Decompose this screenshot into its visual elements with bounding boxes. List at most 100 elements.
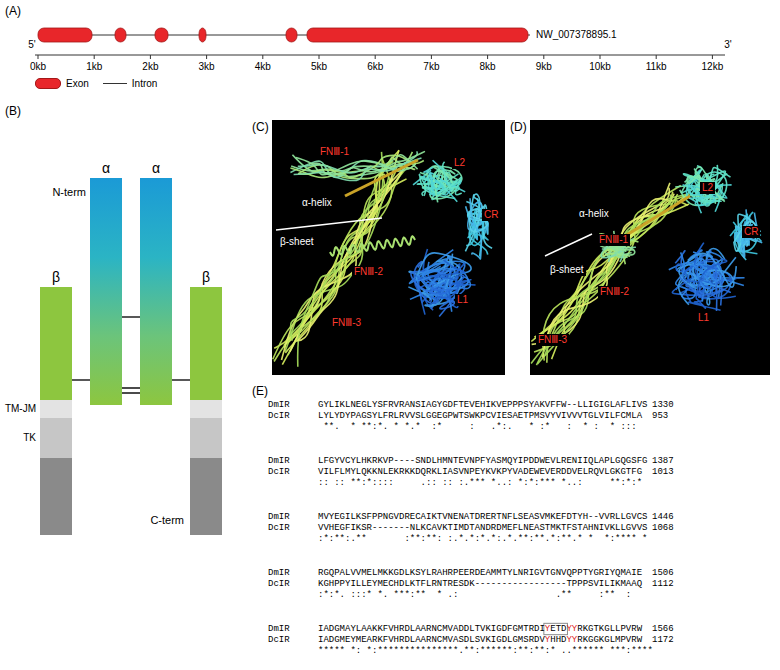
domain-label: FNⅢ-1: [597, 234, 630, 246]
domain-label: β-sheet: [278, 236, 316, 248]
divider-line: [276, 218, 382, 230]
ribbon-strand: [424, 167, 465, 194]
legend: Exon Intron: [35, 78, 171, 89]
residue-number: 1387: [652, 456, 674, 466]
receptor-segment: [40, 458, 72, 535]
axis-tick-label: 1kb: [86, 61, 102, 73]
line-sample: [103, 83, 127, 84]
sequence: VILFLMYLQKKNLEKRKKDQRKLIASVNPEYKVKPYVADE…: [318, 467, 642, 477]
sequence-name: DmIR: [268, 400, 290, 410]
conservation-line: **. * **:*. * *.* :* : .*:. * :* : * : *…: [318, 422, 637, 432]
residue-number: 1506: [652, 568, 674, 578]
receptor-segment: [40, 400, 72, 418]
panel-letter: (A): [5, 5, 21, 19]
axis-tick-label: 11kb: [646, 61, 667, 73]
legend-text: Exon: [66, 78, 89, 89]
ribbon-strand: [741, 213, 762, 253]
residue-number: 1112: [652, 579, 674, 589]
divider-line: [545, 234, 592, 256]
receptor-segment: [40, 418, 72, 458]
legend-item: Exon: [35, 78, 89, 89]
ribbon-strand: [531, 195, 688, 363]
sequence: RGQPALVVMELMKKGDLKSYLRAHRPEERDEAMMTYLNRI…: [318, 568, 642, 578]
accession-label: NW_007378895.1: [536, 29, 617, 41]
domain-label: L1: [455, 294, 470, 306]
ribbon-strand: [676, 252, 696, 298]
ribbon-strand: [273, 178, 385, 360]
ribbon-strand: [274, 171, 403, 361]
exon-block: [115, 28, 126, 42]
axis-tick: [319, 55, 320, 59]
exon-block: [199, 28, 206, 42]
receptor-segment: [190, 458, 222, 535]
alpha-subunit: α: [140, 178, 172, 405]
axis-tick: [431, 55, 432, 59]
axis-tick: [487, 55, 488, 59]
receptor-segment: [190, 418, 222, 458]
structure-background: [272, 120, 505, 375]
conservation-line: ***** *: *:***************.**:******:**:…: [318, 646, 653, 656]
axis-tick-label: 4kb: [255, 61, 271, 73]
axis-tick-label: 7kb: [423, 61, 439, 73]
panel-letter: (B): [5, 105, 21, 119]
ribbon-strand: [534, 192, 672, 337]
subunit-label: β: [202, 269, 210, 285]
linker-rod: [345, 160, 418, 196]
domain-label: FNⅢ-2: [352, 266, 385, 278]
axis-tick-label: 5kb: [311, 61, 327, 73]
residue-number: 1013: [652, 467, 674, 477]
legend-swatch: [35, 78, 61, 89]
axis-tick: [262, 55, 263, 59]
panel-letter: (D): [510, 121, 527, 135]
axis-tick: [94, 55, 95, 59]
sequence: LFGYVCYLHKRKVP----SNDLHMNTEVNPFYASMQYIPD…: [318, 456, 647, 466]
panel-letter: (E): [252, 385, 268, 399]
ribbon-strand: [688, 253, 737, 287]
ribbon-strand: [470, 198, 481, 259]
residue-number: 1330: [652, 400, 674, 410]
domain-label: FNⅢ-3: [330, 317, 363, 329]
disulfide-bond: [172, 379, 190, 380]
disulfide-bond: [72, 379, 90, 380]
axis-tick-label: 3kb: [199, 61, 215, 73]
axis-tick-label: 2kb: [142, 61, 158, 73]
sequence: GYLIKLNEGLYSFRVRANSIAGYGDFTEVEHIKVEPPPSY…: [318, 400, 647, 410]
scale-axis: [35, 55, 725, 56]
domain-label: CR: [742, 226, 760, 238]
axis-tick-label: 12kb: [702, 61, 724, 73]
axis-tick: [600, 55, 601, 59]
sequence-name: DcIR: [268, 635, 290, 645]
exon-block: [286, 28, 297, 42]
legend-text: Intron: [132, 78, 158, 89]
domain-label: FNⅢ-2: [598, 286, 631, 298]
sequence-name: DmIR: [268, 456, 290, 466]
beta-subunit: β: [40, 287, 72, 400]
axis-tick-label: 10kb: [589, 61, 611, 73]
motif-box: [544, 623, 568, 634]
subunit-label: α: [152, 160, 160, 176]
phospho-residue: YY: [566, 624, 577, 634]
linker-rod: [625, 196, 690, 236]
ribbon-strand: [429, 260, 465, 298]
domain-label: FNⅢ-3: [536, 334, 569, 346]
alpha-subunit: α: [90, 178, 122, 405]
axis-tick-label: 0kb: [30, 61, 46, 73]
ribbon-strand: [552, 204, 690, 359]
disulfide-bond: [122, 388, 140, 393]
ribbon-strand: [692, 264, 717, 288]
panel-letter: (C): [252, 121, 269, 135]
subunit-label: β: [52, 269, 60, 285]
phospho-residue: Y: [545, 635, 550, 645]
phospho-residue: YY: [566, 635, 577, 645]
sequence-name: DcIR: [268, 523, 290, 533]
axis-tick-label: 6kb: [367, 61, 383, 73]
terminus-label: N-term: [52, 186, 86, 199]
residue-number: 1172: [652, 635, 674, 645]
axis-tick: [375, 55, 376, 59]
domain-label: L2: [700, 182, 715, 194]
axis-tick-label: 8kb: [480, 61, 496, 73]
domain-label: β-sheet: [548, 264, 586, 276]
structure-panel: FNⅢ-1L2α-helixCRβ-sheetFNⅢ-2L1FNⅢ-3: [272, 120, 505, 375]
sequence-name: DcIR: [268, 467, 290, 477]
